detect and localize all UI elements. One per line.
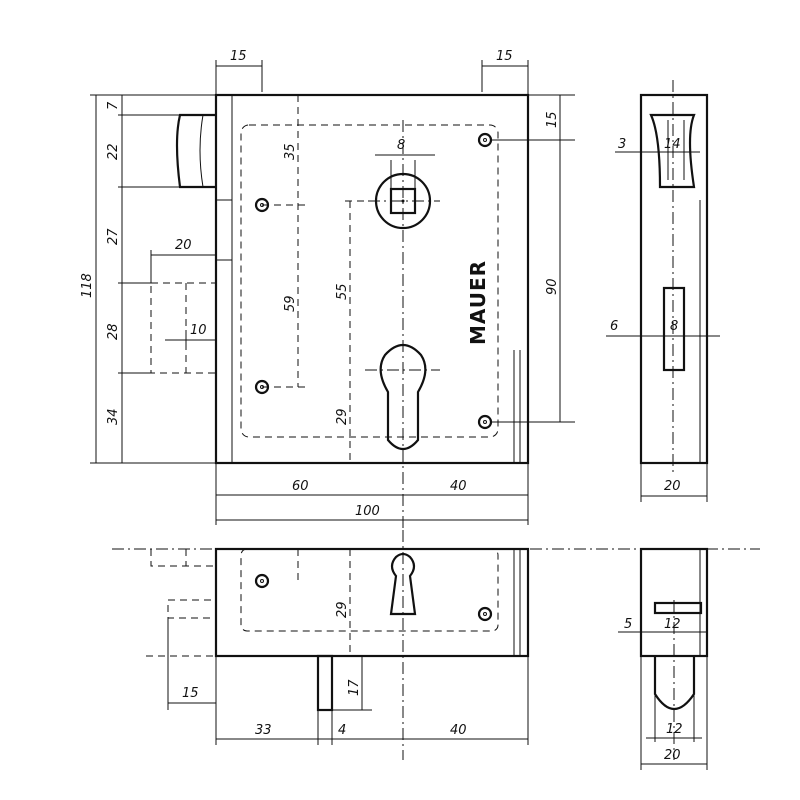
keyhole (379, 343, 427, 451)
dim-right-90: 90 (545, 278, 560, 295)
dim-left-7: 7 (106, 101, 121, 110)
dim-bottom-40: 40 (450, 479, 467, 494)
dim-total-118: 118 (80, 273, 95, 298)
latch-bolt (175, 113, 216, 189)
plan-case-outline (214, 547, 530, 658)
dim-plan-4: 4 (338, 723, 346, 738)
dim-holes-35: 35 (283, 143, 298, 160)
dim-plan-15: 15 (182, 686, 199, 701)
dim-bolt-20: 20 (175, 238, 192, 253)
front-dimensions: 15 15 15 90 7 22 27 28 34 118 20 (80, 49, 575, 525)
side-dimensions: 3 14 6 8 20 (610, 137, 708, 502)
dim-left-27: 27 (106, 228, 121, 245)
plan-view (112, 530, 760, 760)
dim-bottom-60: 60 (292, 479, 309, 494)
dim-keyhole-29: 29 (335, 408, 350, 425)
front-view: MAUER (150, 93, 530, 530)
dim-bolt-10: 10 (190, 323, 207, 338)
dim-side-20: 20 (664, 479, 681, 494)
dim-left-22: 22 (106, 143, 121, 160)
dim-end-12b: 12 (666, 722, 683, 737)
dim-bottom-100: 100 (355, 504, 380, 519)
dim-plan-33: 33 (255, 723, 272, 738)
side-case-outline (639, 93, 709, 465)
screw-holes (254, 132, 493, 430)
dim-side-6: 6 (610, 319, 618, 334)
dim-side-14: 14 (664, 137, 681, 152)
dim-right-15: 15 (545, 111, 560, 128)
dim-spindle-8: 8 (397, 138, 405, 153)
dim-end-20: 20 (664, 748, 681, 763)
inner-plate-outline (240, 124, 499, 438)
side-view (606, 80, 720, 475)
dim-top-right-15: 15 (496, 49, 513, 64)
plan-keyhole (389, 552, 417, 616)
plan-dimensions: 29 17 15 33 4 40 (167, 601, 529, 745)
dim-end-5: 5 (624, 617, 632, 632)
dead-bolt-hidden (150, 282, 217, 374)
dim-plan-29: 29 (335, 601, 350, 618)
dim-left-34: 34 (106, 408, 121, 425)
dim-side-8: 8 (670, 319, 678, 334)
end-dimensions: 5 12 12 20 (618, 617, 708, 770)
end-view (639, 547, 709, 760)
dim-spindle-55: 55 (335, 283, 350, 300)
brand-label: MAUER (466, 260, 490, 345)
dim-plan-40: 40 (450, 723, 467, 738)
dim-holes-59: 59 (283, 295, 298, 312)
lock-case-outline (214, 93, 530, 465)
dim-top-left-15: 15 (230, 49, 247, 64)
dim-plan-17: 17 (347, 679, 362, 696)
dim-left-28: 28 (106, 323, 121, 340)
dim-side-3: 3 (618, 137, 626, 152)
dim-end-12a: 12 (664, 617, 681, 632)
plan-shoot-bolt (316, 654, 334, 712)
